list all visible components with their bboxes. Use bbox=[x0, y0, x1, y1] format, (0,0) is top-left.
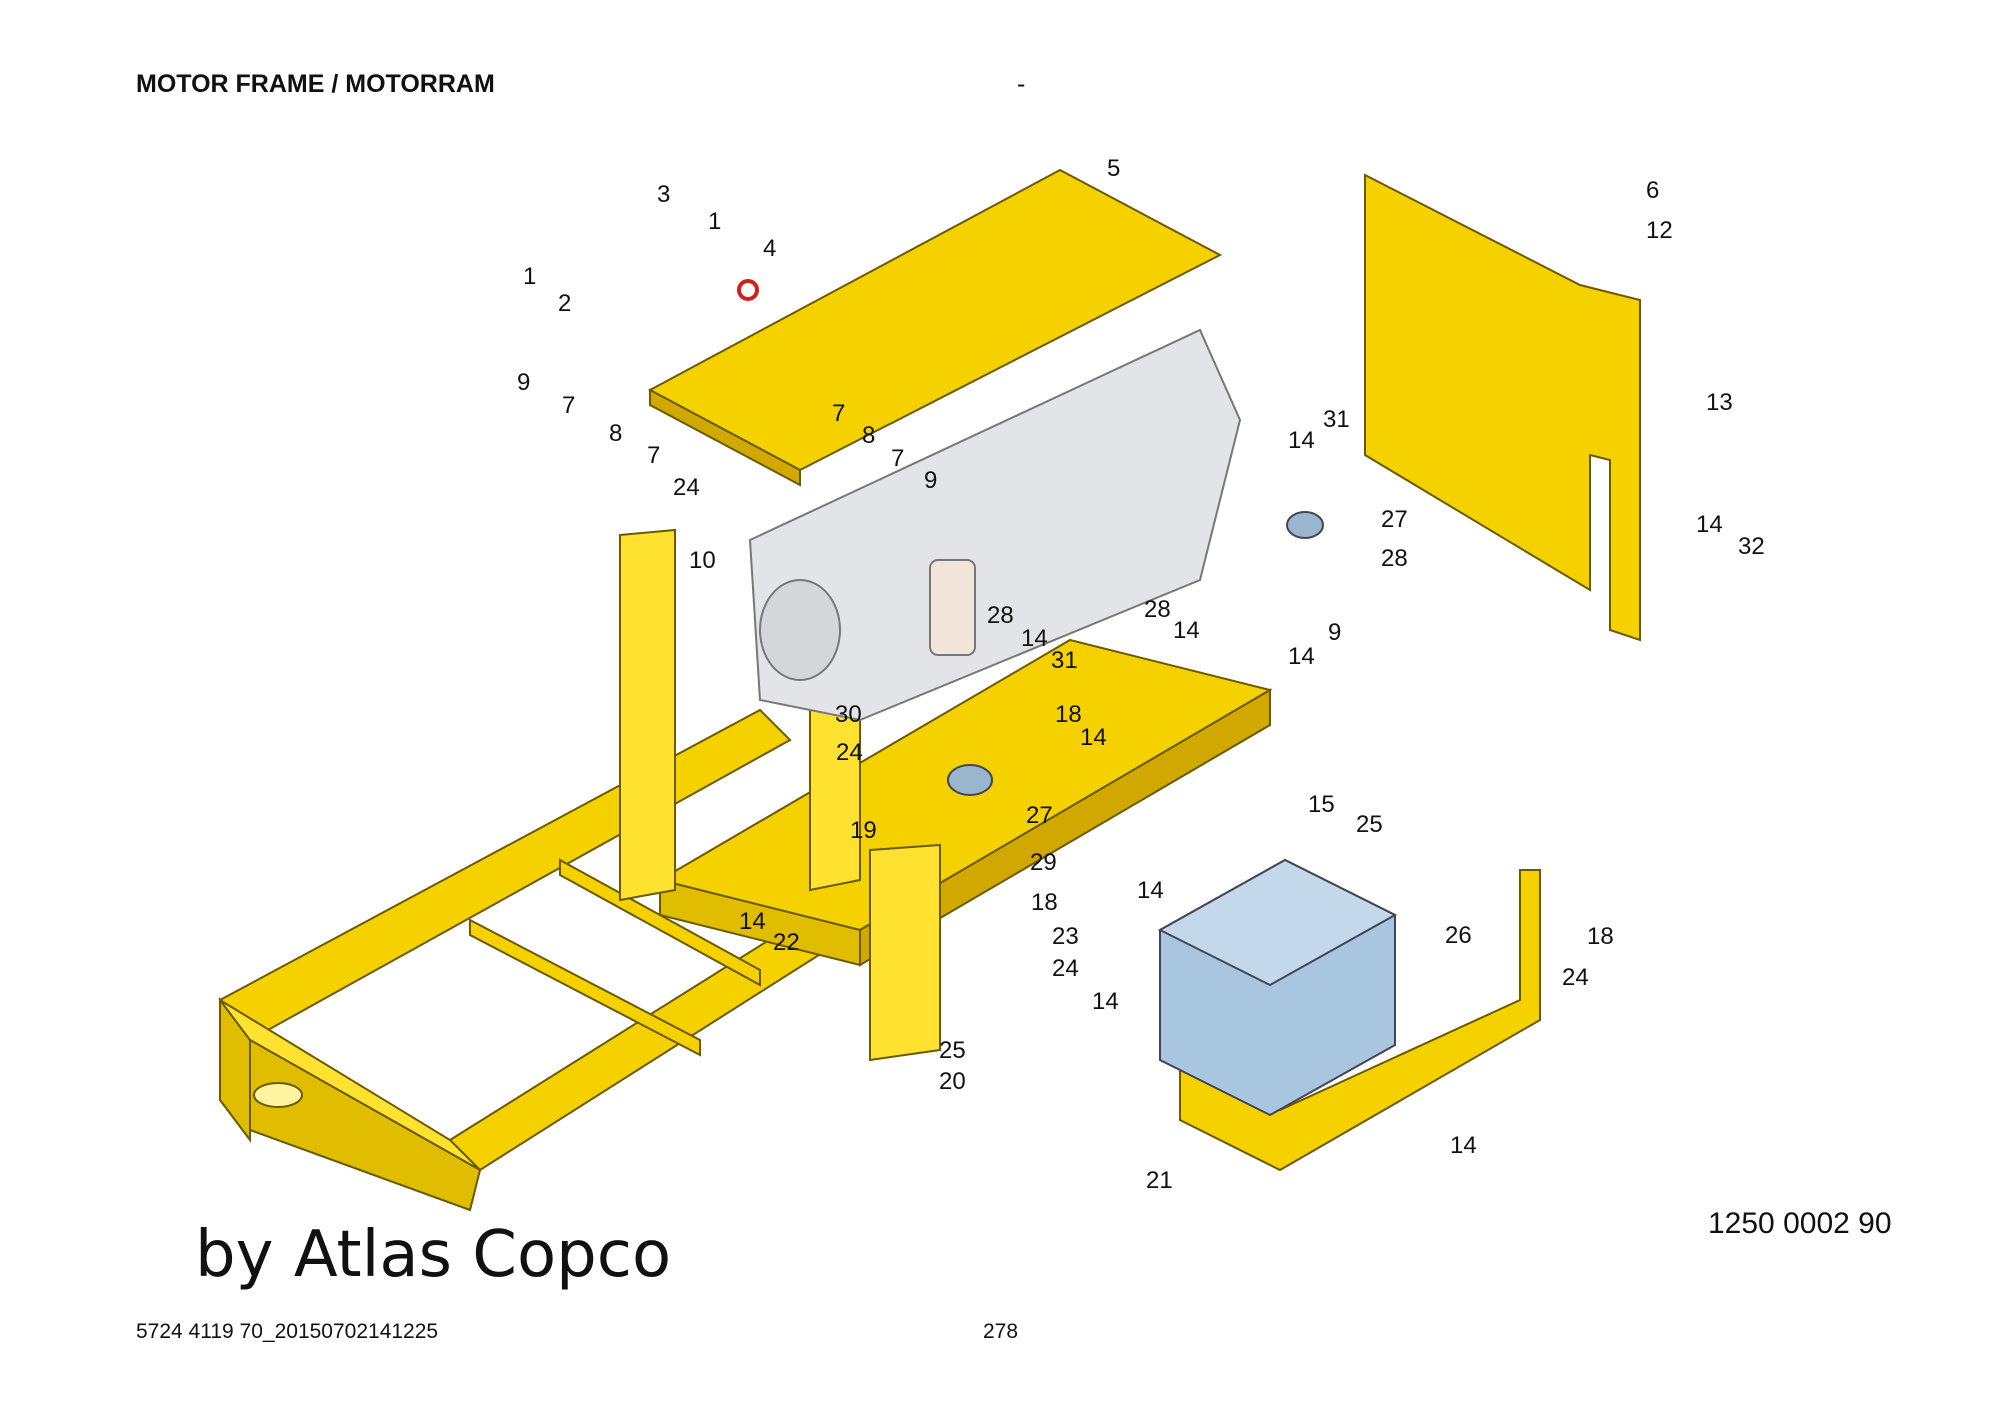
callout-label: 32 bbox=[1738, 533, 1765, 560]
page-title: MOTOR FRAME / MOTORRAM bbox=[136, 70, 495, 98]
page-number: 278 bbox=[983, 1320, 1019, 1343]
callout-label: 25 bbox=[939, 1037, 966, 1064]
callout-label: 13 bbox=[1706, 389, 1733, 416]
callout-label: 14 bbox=[1288, 643, 1315, 670]
callout-label: 28 bbox=[987, 602, 1014, 629]
callout-label: 24 bbox=[1562, 964, 1589, 991]
callout-label: 3 bbox=[657, 181, 670, 208]
callout-label: 23 bbox=[1052, 923, 1079, 950]
callout-label: 8 bbox=[609, 420, 622, 447]
callout-label: 8 bbox=[862, 422, 875, 449]
callout-label: 31 bbox=[1323, 406, 1350, 433]
callout-label: 29 bbox=[1030, 849, 1057, 876]
callout-label: 14 bbox=[1288, 427, 1315, 454]
callout-label: 26 bbox=[1445, 922, 1472, 949]
callout-label: 22 bbox=[773, 929, 800, 956]
callout-label: 14 bbox=[1696, 511, 1723, 538]
callout-label: 10 bbox=[689, 547, 716, 574]
callout-label: 12 bbox=[1646, 217, 1673, 244]
callout-label: 24 bbox=[1052, 955, 1079, 982]
callout-label: 24 bbox=[673, 474, 700, 501]
callout-label: 7 bbox=[891, 445, 904, 472]
drawing-number: 1250 0002 90 bbox=[1708, 1207, 1892, 1240]
callout-label: 14 bbox=[1092, 988, 1119, 1015]
callout-label: 31 bbox=[1051, 647, 1078, 674]
callout-label: 28 bbox=[1144, 596, 1171, 623]
callout-label: 28 bbox=[1381, 545, 1408, 572]
callout-label: 14 bbox=[1173, 617, 1200, 644]
callout-label: 19 bbox=[850, 817, 877, 844]
callout-label: 5 bbox=[1107, 155, 1120, 182]
header-separator: - bbox=[1017, 70, 1026, 98]
callout-label: 14 bbox=[1137, 877, 1164, 904]
callout-label: 14 bbox=[1021, 625, 1048, 652]
callout-label: 9 bbox=[517, 369, 530, 396]
engine-mount bbox=[947, 511, 1324, 796]
callout-label: 6 bbox=[1646, 177, 1659, 204]
callout-label: 7 bbox=[647, 442, 660, 469]
battery bbox=[1157, 858, 1398, 1117]
callout-label: 21 bbox=[1146, 1167, 1173, 1194]
callout-label: 20 bbox=[939, 1068, 966, 1095]
callout-label: 25 bbox=[1356, 811, 1383, 838]
callout-label: 1 bbox=[523, 263, 536, 290]
callout-labels: 1 1 2 3 4 5 6 12 13 9 7 8 7 7 8 7 9 24 1… bbox=[517, 155, 1765, 1194]
callout-label: 27 bbox=[1381, 506, 1408, 533]
callout-label: 14 bbox=[739, 908, 766, 935]
callout-label: 18 bbox=[1055, 701, 1082, 728]
engine-block bbox=[748, 328, 1242, 722]
callout-label: 9 bbox=[924, 467, 937, 494]
callout-label: 15 bbox=[1308, 791, 1335, 818]
callout-label: 27 bbox=[1026, 802, 1053, 829]
callout-label: 7 bbox=[562, 392, 575, 419]
callout-label: 24 bbox=[836, 739, 863, 766]
callout-label: 30 bbox=[835, 701, 862, 728]
callout-label: 14 bbox=[1080, 724, 1107, 751]
lifting-eye bbox=[737, 279, 759, 301]
callout-label: 9 bbox=[1328, 619, 1341, 646]
callout-label: 2 bbox=[558, 290, 571, 317]
callout-label: 18 bbox=[1587, 923, 1614, 950]
callout-label: 14 bbox=[1450, 1132, 1477, 1159]
callout-label: 1 bbox=[708, 208, 721, 235]
document-id: 5724 4119 70_20150702141225 bbox=[136, 1320, 439, 1343]
callout-label: 7 bbox=[832, 400, 845, 427]
callout-label: 4 bbox=[763, 235, 776, 262]
main-frame bbox=[218, 168, 1641, 1212]
watermark-text: by Atlas Copco bbox=[195, 1218, 672, 1292]
callout-label: 18 bbox=[1031, 889, 1058, 916]
